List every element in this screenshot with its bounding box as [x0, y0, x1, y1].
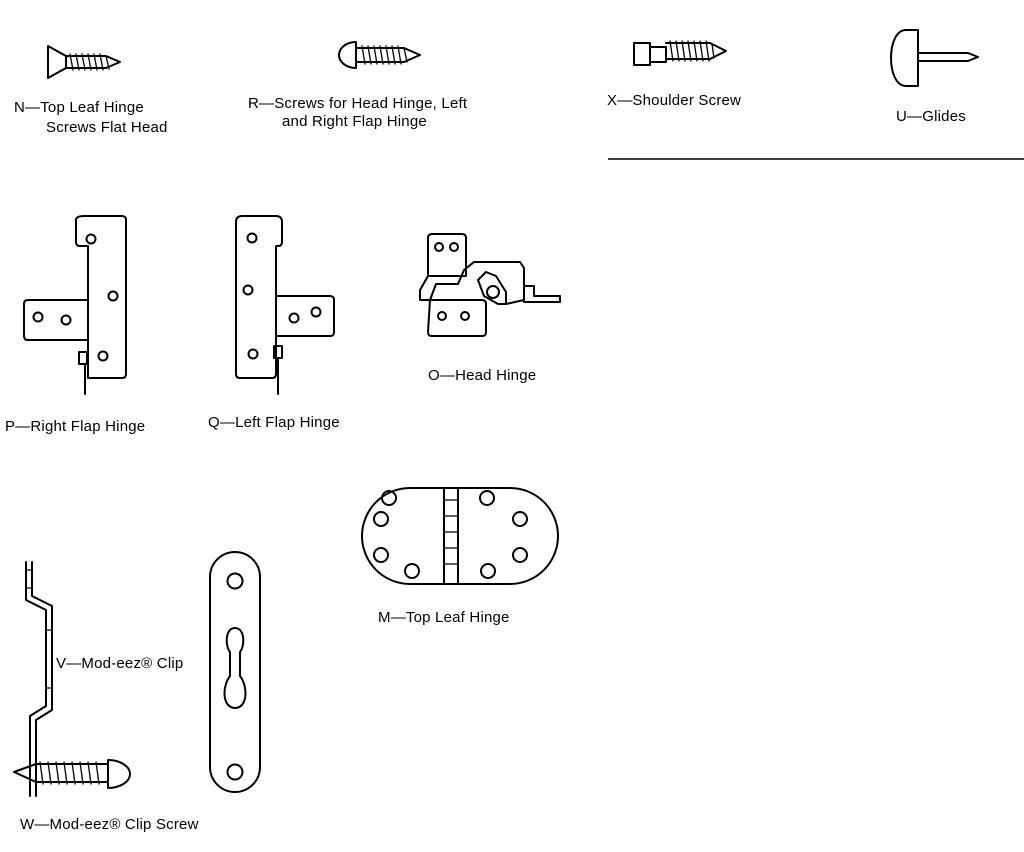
top-leaf-hinge-drawing [361, 487, 559, 585]
label-o: O—Head Hinge [428, 367, 537, 384]
label-n-line2: Screws Flat Head [46, 119, 168, 136]
round-head-screw-drawing [338, 41, 421, 69]
mod-eez-clip-side-drawing [25, 561, 53, 797]
label-r-line2: and Right Flap Hinge [282, 113, 427, 130]
label-q: Q—Left Flap Hinge [208, 414, 340, 431]
right-flap-hinge-drawing [23, 215, 127, 395]
label-w: W—Mod-eez® Clip Screw [20, 816, 199, 833]
left-flap-hinge-drawing [235, 215, 335, 395]
mod-eez-clip-screw-drawing [13, 759, 131, 789]
label-m: M—Top Leaf Hinge [378, 609, 510, 626]
label-u: U—Glides [896, 108, 966, 125]
label-v: V—Mod-eez® Clip [56, 655, 184, 672]
label-r-line1: R—Screws for Head Hinge, Left [248, 95, 468, 112]
label-p: P—Right Flap Hinge [5, 418, 146, 435]
label-n-line1: N—Top Leaf Hinge [14, 99, 144, 116]
glide-drawing [890, 29, 979, 87]
label-x: X—Shoulder Screw [607, 92, 742, 109]
shoulder-screw-drawing [633, 40, 727, 66]
mod-eez-clip-plate-drawing [209, 551, 261, 793]
flat-head-screw-drawing [47, 45, 121, 79]
head-hinge-drawing [419, 233, 561, 337]
